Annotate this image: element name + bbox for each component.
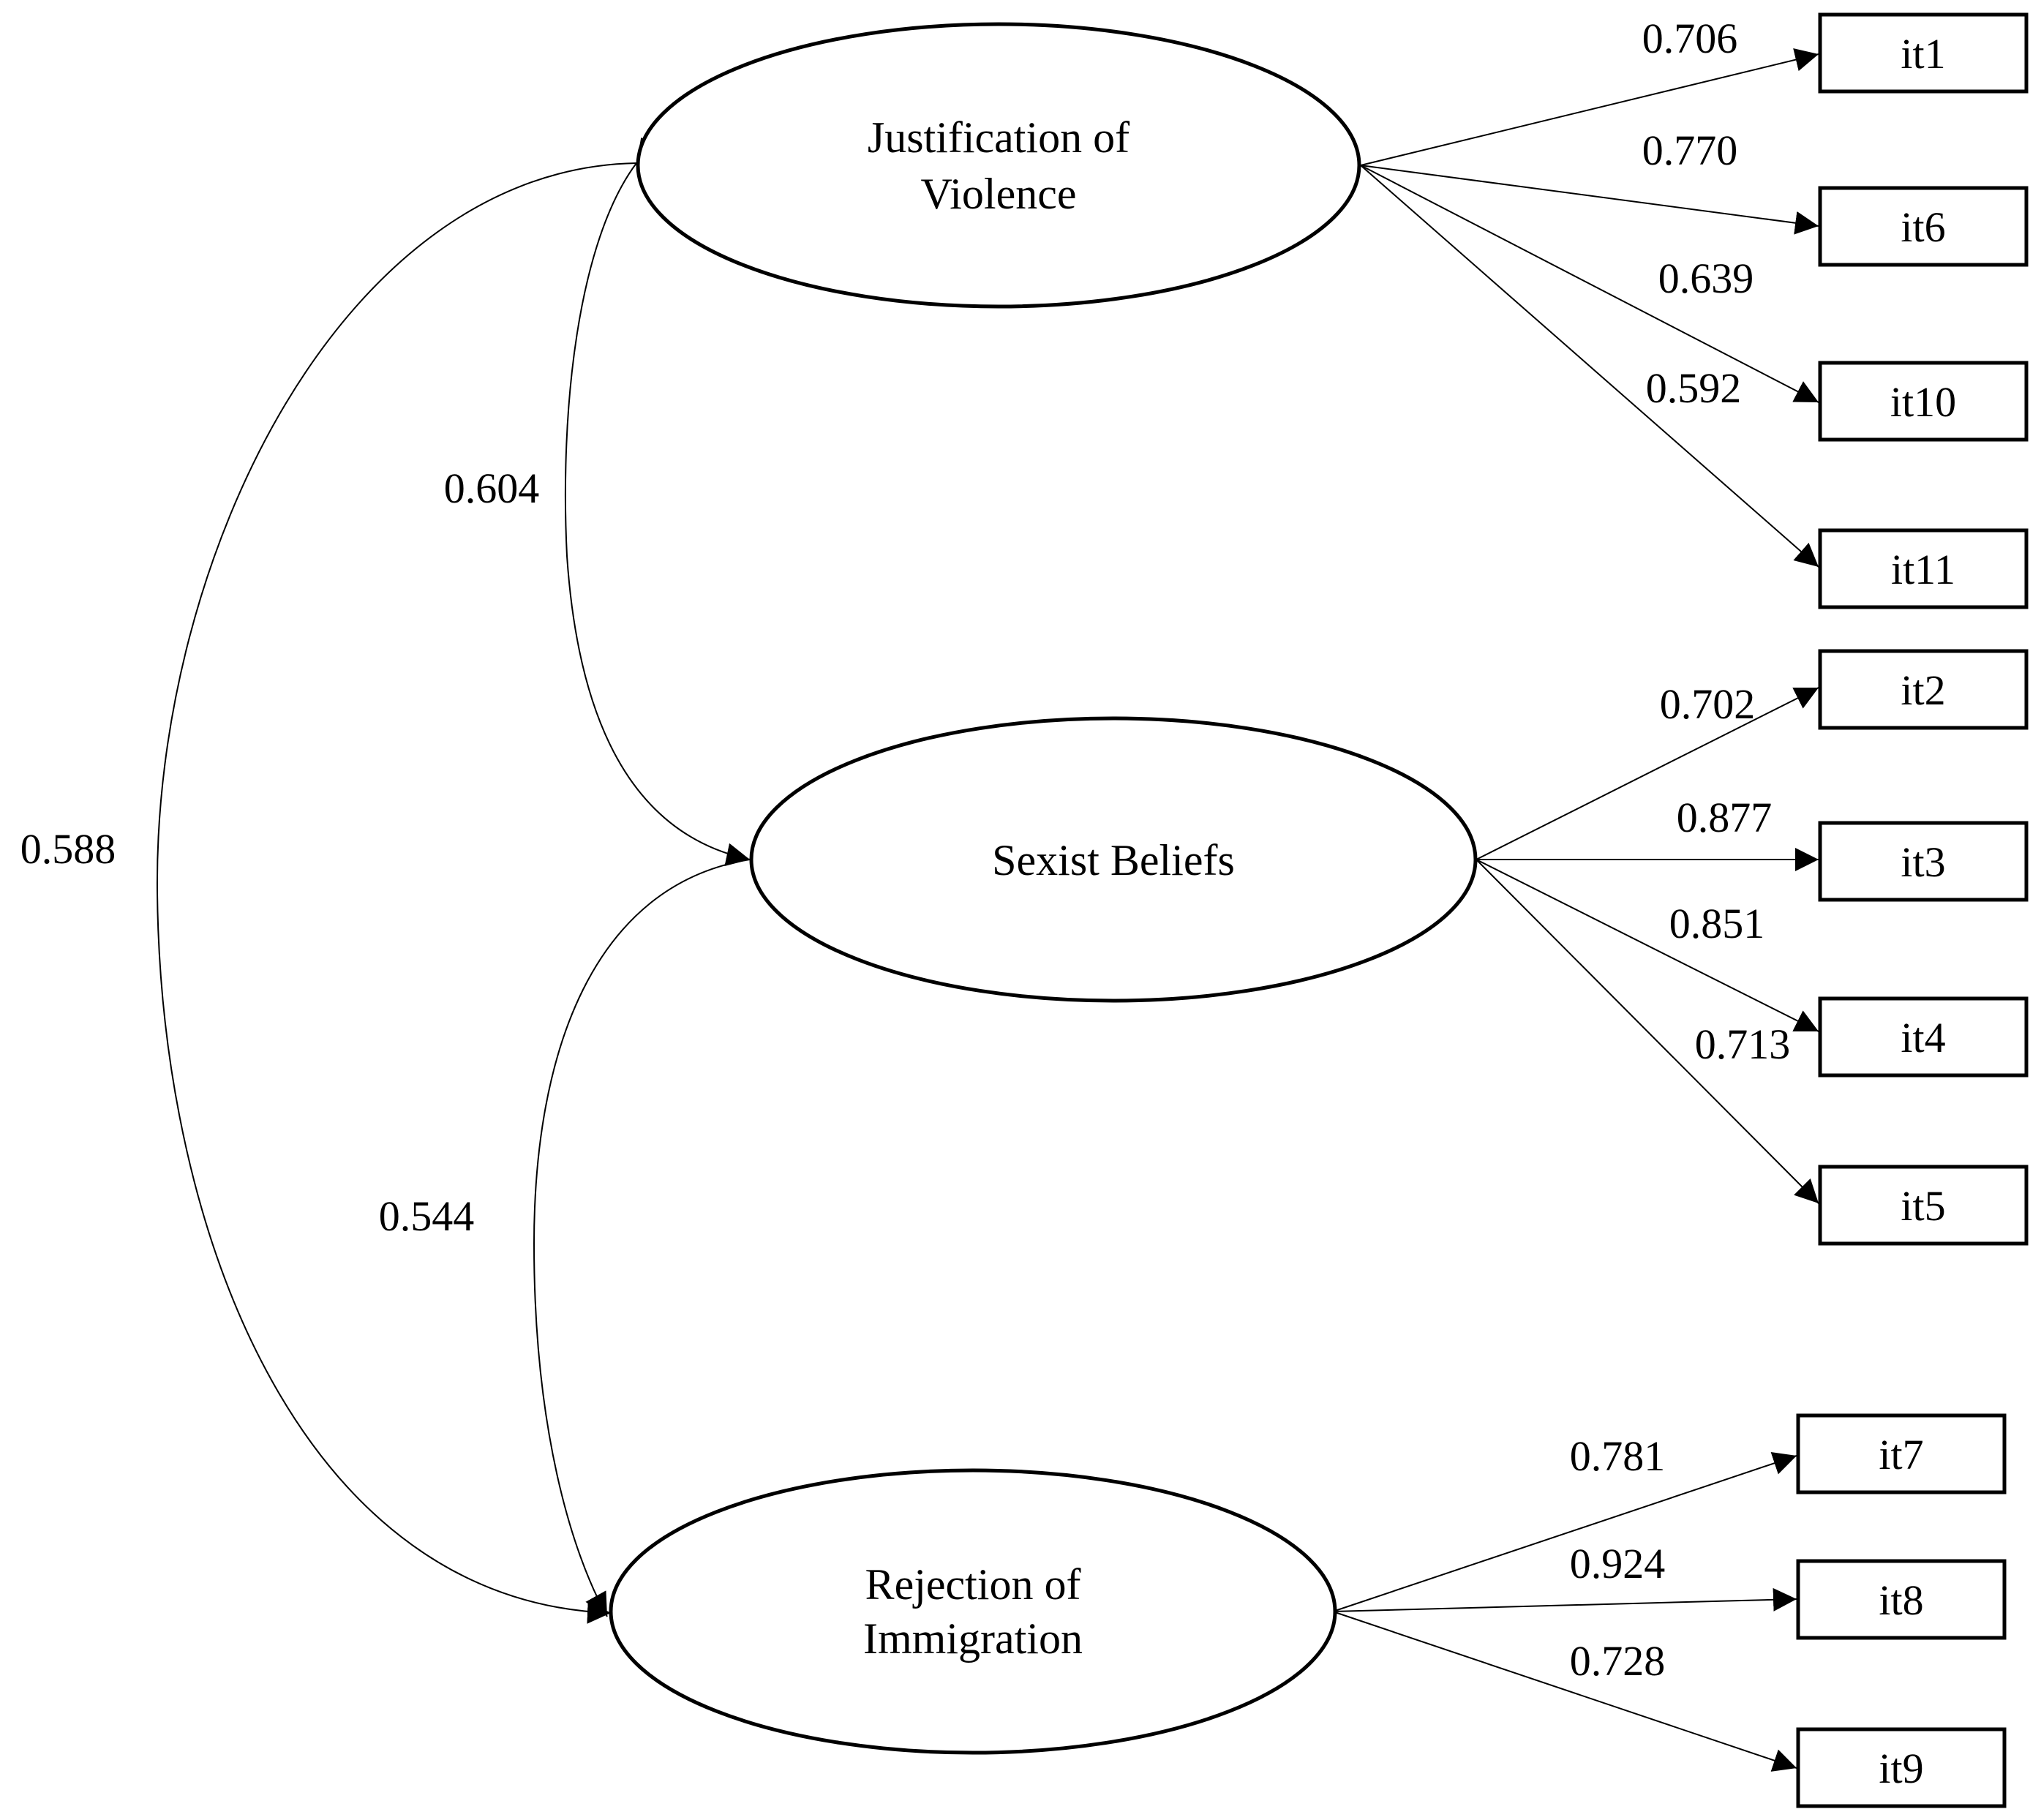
correlation-label-jv-sb: 0.604 bbox=[444, 465, 540, 512]
loading-arrow-it6 bbox=[1360, 165, 1819, 235]
factor-label-line1: Justification of bbox=[868, 113, 1129, 162]
indicator-label: it5 bbox=[1901, 1182, 1945, 1230]
loading-label-it3: 0.877 bbox=[1677, 794, 1773, 841]
loading-arrow-it2 bbox=[1476, 687, 1819, 860]
indicator-it2: it2 bbox=[1818, 649, 2029, 730]
indicator-label: it7 bbox=[1879, 1431, 1923, 1478]
loading-arrow-it11 bbox=[1360, 165, 1819, 568]
indicator-label: it10 bbox=[1890, 378, 1956, 426]
factor-rejection-of-immigration: Rejection of Immigration bbox=[609, 1468, 1337, 1755]
indicator-it10: it10 bbox=[1818, 361, 2029, 442]
correlation-label-sb-ri: 0.544 bbox=[379, 1192, 475, 1240]
indicator-it11: it11 bbox=[1818, 528, 2029, 609]
indicator-it5: it5 bbox=[1818, 1165, 2029, 1246]
loading-arrow-it9 bbox=[1332, 1611, 1797, 1772]
indicator-label: it4 bbox=[1901, 1014, 1945, 1061]
indicator-label: it6 bbox=[1901, 203, 1945, 251]
factor-label-line1: Rejection of bbox=[865, 1560, 1081, 1609]
loading-label-it7: 0.781 bbox=[1570, 1432, 1666, 1480]
indicator-label: it2 bbox=[1901, 666, 1945, 714]
loading-label-it2: 0.702 bbox=[1660, 680, 1756, 728]
covariance-arrow-sb-ri bbox=[533, 844, 775, 1617]
factor-justification-of-violence: Justification of Violence bbox=[636, 22, 1361, 309]
indicator-it8: it8 bbox=[1796, 1559, 2007, 1640]
loading-arrow-it5 bbox=[1476, 859, 1819, 1204]
loading-arrow-it10 bbox=[1360, 165, 1819, 403]
indicator-label: it9 bbox=[1879, 1745, 1923, 1792]
indicator-label: it1 bbox=[1901, 30, 1945, 78]
loading-label-it6: 0.770 bbox=[1642, 127, 1738, 174]
factor-label-line1: Sexist Beliefs bbox=[992, 836, 1235, 884]
correlation-label-jv-ri: 0.588 bbox=[20, 825, 116, 873]
indicator-it7: it7 bbox=[1796, 1413, 2007, 1494]
loading-label-it4: 0.851 bbox=[1669, 900, 1765, 947]
indicator-label: it3 bbox=[1901, 838, 1945, 886]
covariance-arrow-jv-ri bbox=[156, 151, 661, 1624]
loading-label-it1: 0.706 bbox=[1642, 15, 1738, 62]
loading-arrow-it7 bbox=[1332, 1452, 1797, 1612]
indicator-it3: it3 bbox=[1818, 821, 2029, 902]
indicator-it6: it6 bbox=[1818, 186, 2029, 267]
loading-label-it10: 0.639 bbox=[1658, 255, 1754, 302]
indicator-it9: it9 bbox=[1796, 1727, 2007, 1808]
indicator-label: it11 bbox=[1891, 546, 1955, 593]
indicator-it4: it4 bbox=[1818, 996, 2029, 1078]
factor-sexist-beliefs: Sexist Beliefs bbox=[749, 716, 1478, 1003]
factor-label-line2: Immigration bbox=[863, 1614, 1083, 1663]
covariance-arrow-jv-sb bbox=[564, 137, 751, 866]
indicator-it1: it1 bbox=[1818, 12, 2029, 94]
factor-label-line2: Violence bbox=[921, 170, 1077, 218]
loading-label-it5: 0.713 bbox=[1695, 1020, 1791, 1068]
loading-label-it8: 0.924 bbox=[1570, 1540, 1666, 1587]
loading-arrow-it8 bbox=[1332, 1587, 1797, 1612]
loading-label-it9: 0.728 bbox=[1570, 1637, 1666, 1685]
loading-arrow-it4 bbox=[1476, 859, 1819, 1032]
loading-arrow-it1 bbox=[1360, 48, 1819, 166]
loading-label-it11: 0.592 bbox=[1646, 364, 1742, 412]
indicator-label: it8 bbox=[1879, 1576, 1923, 1624]
